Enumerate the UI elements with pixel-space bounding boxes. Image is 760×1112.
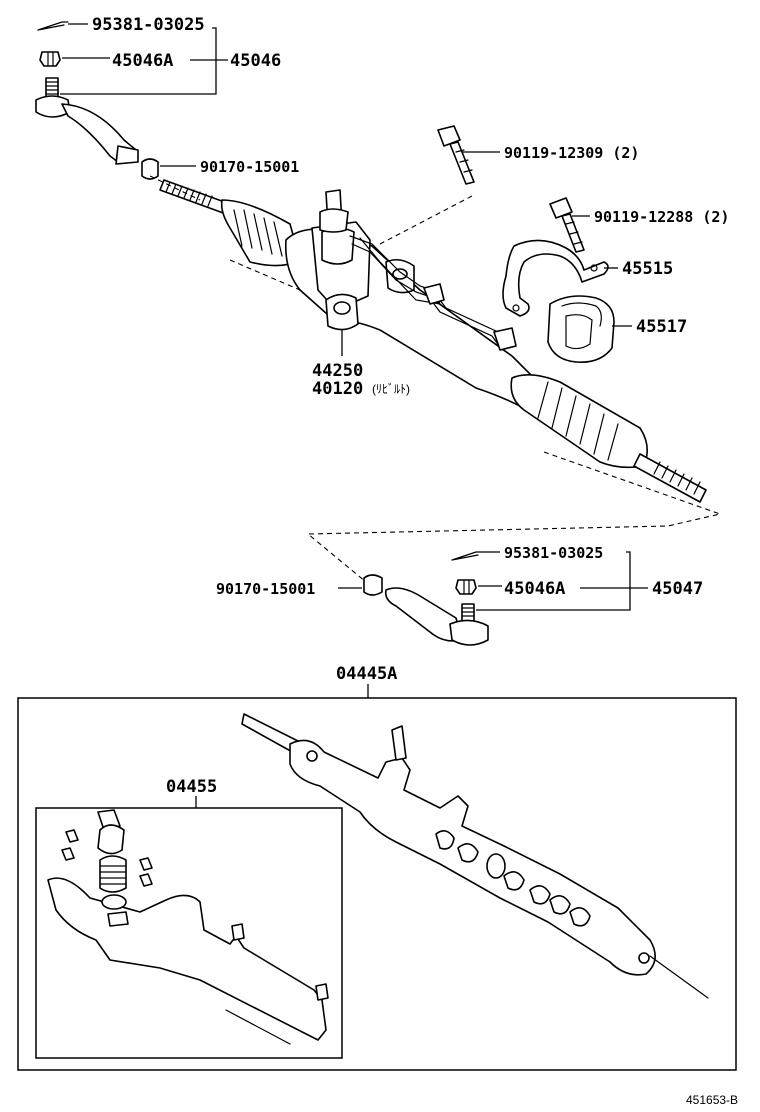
gasket-kit-box	[17, 697, 737, 1071]
label-gear-assy-rebuilt: 40120	[312, 379, 363, 399]
seal-kit-box	[35, 807, 343, 1059]
nut-bottom-part	[455, 579, 477, 595]
nut-top-part	[39, 51, 61, 67]
label-cotter-pin-bottom: 95381-03025	[504, 544, 603, 562]
gasket-kit-housing-part	[241, 713, 709, 999]
dash-line-left-rod	[149, 175, 301, 291]
label-rebuilt-note: (ﾘﾋﾞﾙﾄ)	[372, 382, 410, 396]
bolt-b-part	[549, 197, 585, 253]
diagram-reference-number: 451653-B	[686, 1093, 738, 1107]
washer-bottom-part	[363, 574, 383, 596]
tie-rod-end-lh-part	[35, 77, 139, 165]
label-gear-assy: 44250	[312, 361, 363, 381]
bolt-a-part	[437, 125, 475, 185]
cotter-pin-bottom-part	[451, 551, 483, 561]
bracket-part	[502, 239, 609, 317]
dash-line-rh-end	[306, 451, 722, 583]
label-washer-bottom: 90170-15001	[216, 580, 315, 598]
leader-bracket-45046	[60, 27, 217, 95]
label-tie-rod-end-rh: 45047	[652, 579, 703, 599]
seal-kit-housing-part	[47, 809, 329, 1045]
label-seal-kit: 04455	[166, 777, 217, 797]
label-cotter-pin-top: 95381-03025	[92, 15, 205, 35]
steering-gear-part	[159, 179, 707, 503]
washer-top-part	[141, 158, 159, 180]
label-bracket: 45515	[622, 259, 673, 279]
label-bolt-b: 90119-12288 (2)	[594, 208, 729, 226]
dash-line-bolt	[379, 195, 473, 245]
label-bolt-a: 90119-12309 (2)	[504, 144, 639, 162]
label-cushion: 45517	[636, 317, 687, 337]
label-tie-rod-end-lh: 45046	[230, 51, 281, 71]
label-nut-bottom: 45046A	[504, 579, 565, 599]
label-gasket-kit: 04445A	[336, 664, 397, 684]
cotter-pin-top-part	[37, 21, 69, 31]
label-nut-top: 45046A	[112, 51, 173, 71]
leader-bracket-45047	[476, 551, 631, 611]
label-washer-top: 90170-15001	[200, 158, 299, 176]
cushion-part	[547, 295, 615, 364]
tie-rod-end-rh-part	[384, 587, 489, 646]
